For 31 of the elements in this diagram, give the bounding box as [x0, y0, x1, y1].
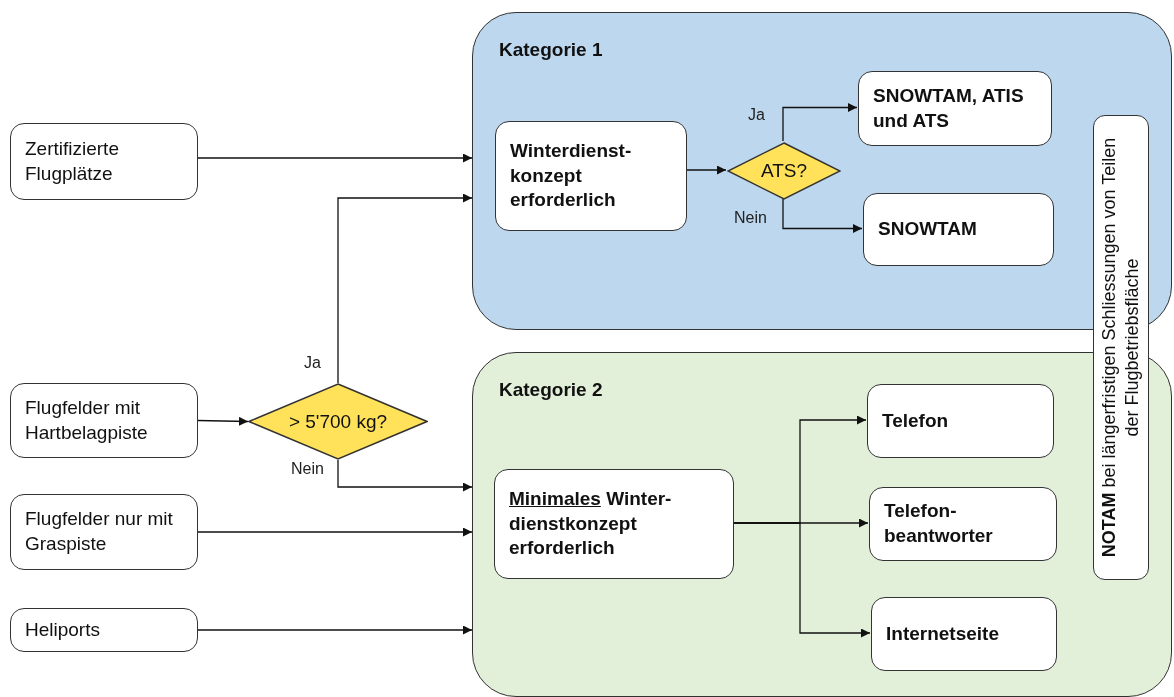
edge-label: Nein — [291, 460, 324, 478]
process-box: Flugfelder mit Hartbelagpiste — [10, 383, 198, 458]
process-box: Heliports — [10, 608, 198, 652]
process-box: Flugfelder nur mit Graspiste — [10, 494, 198, 570]
arrow — [782, 198, 863, 233]
arrow — [782, 103, 858, 142]
arrow — [337, 193, 473, 384]
edge-label: Nein — [734, 209, 767, 227]
arrow — [337, 459, 473, 492]
process-box: Internetseite — [871, 597, 1057, 671]
panel-heading: Kategorie 2 — [499, 379, 603, 401]
note-box — [1093, 115, 1149, 580]
process-box: Telefon-beantworter — [869, 487, 1057, 561]
process-box: SNOWTAM — [863, 193, 1054, 266]
process-box: Winterdienst-konzept erforderlich — [495, 121, 687, 231]
panel-heading: Kategorie 1 — [499, 39, 603, 61]
process-box: Telefon — [867, 384, 1054, 458]
arrow — [197, 416, 249, 426]
edge-label: Ja — [748, 106, 765, 124]
arrow — [197, 527, 473, 537]
arrow — [732, 522, 871, 638]
decision-text: > 5'700 kg? — [288, 410, 388, 433]
arrow — [197, 625, 473, 635]
process-box: SNOWTAM, ATIS und ATS — [858, 71, 1052, 146]
process-box: Minimales Winter-dienstkonzept erforderlich — [494, 469, 734, 579]
arrow — [685, 165, 727, 175]
process-box: Zertifizierte Flugplätze — [10, 123, 198, 200]
note-text: NOTAM bei längerfristigen Schliessungen von Teilen der Flugbetriebsfläche — [1097, 136, 1143, 559]
edge-label: Ja — [304, 354, 321, 372]
arrow — [197, 153, 473, 163]
decision-text: ATS? — [760, 160, 808, 182]
